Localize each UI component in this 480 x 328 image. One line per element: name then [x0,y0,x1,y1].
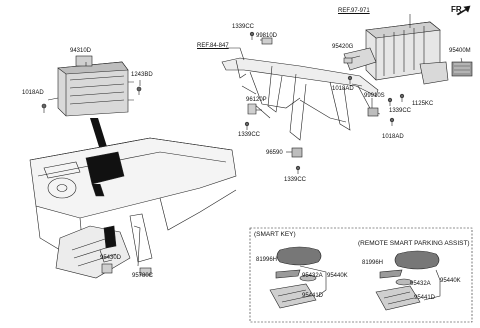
part-label: 95430D [100,255,122,261]
part-label: 95420G [332,44,354,50]
part-label: 94310D [70,48,92,54]
control-module-95400m [451,61,473,77]
part-96590-icon [291,147,303,158]
sensor-99910s-icon [367,107,379,117]
reference-label[interactable]: REF.97-971 [338,8,370,14]
part-label: 95440K [327,273,348,279]
part-label: 95432A [302,273,323,279]
dashboard-drawing [29,137,237,279]
part-label: 1018AD [382,134,404,140]
part-label: 99810D [256,33,278,39]
part-label: 81996H [362,260,384,266]
part-label: 99910S [364,93,385,99]
part-label: 96590 [266,150,283,156]
part-label: 1339CC [284,177,307,183]
screw-icon [347,75,353,84]
part-label: 95432A [410,281,431,287]
front-direction-label: FR. [451,5,464,14]
part-label: 1339CC [232,24,255,30]
screw-icon [244,121,250,130]
remote-parking-title: (REMOTE SMART PARKING ASSIST) [358,240,470,247]
smart-key-fob-icon [269,246,322,309]
smart-key-box [249,227,473,323]
part-label: 1018AD [332,86,354,92]
screw-icon [249,31,255,40]
screw-icon [399,93,405,102]
part-96120p-icon [247,103,257,115]
part-label: 95780C [132,273,154,279]
part-label: 95440K [440,278,461,284]
head-unit-drawing [57,55,134,117]
bracket-99810d-icon [261,37,273,45]
part-label: 95441D [414,295,436,301]
part-label: 1339CC [389,108,412,114]
front-arrow-icon [456,5,471,16]
screw-icon [41,103,47,113]
smart-key-title: (SMART KEY) [254,231,296,238]
part-label: 1243BD [131,72,153,78]
part-label: 1125KC [412,101,434,107]
remote-parking-key-fob-icon [375,250,440,311]
part-label: 1018AD [22,90,44,96]
part-label: 96120P [246,97,267,103]
screw-icon [295,165,301,174]
part-label: 81996H [256,257,278,263]
part-label: 95400M [449,48,471,54]
hvac-assembly-drawing [343,14,449,85]
part-95420g-icon [343,57,353,64]
part-label: 95441D [302,293,324,299]
reference-label[interactable]: REF.84-847 [197,43,229,49]
screw-icon [136,86,142,95]
screw-icon [387,97,393,106]
part-label: 1339CC [238,132,261,138]
screw-icon [389,117,395,126]
